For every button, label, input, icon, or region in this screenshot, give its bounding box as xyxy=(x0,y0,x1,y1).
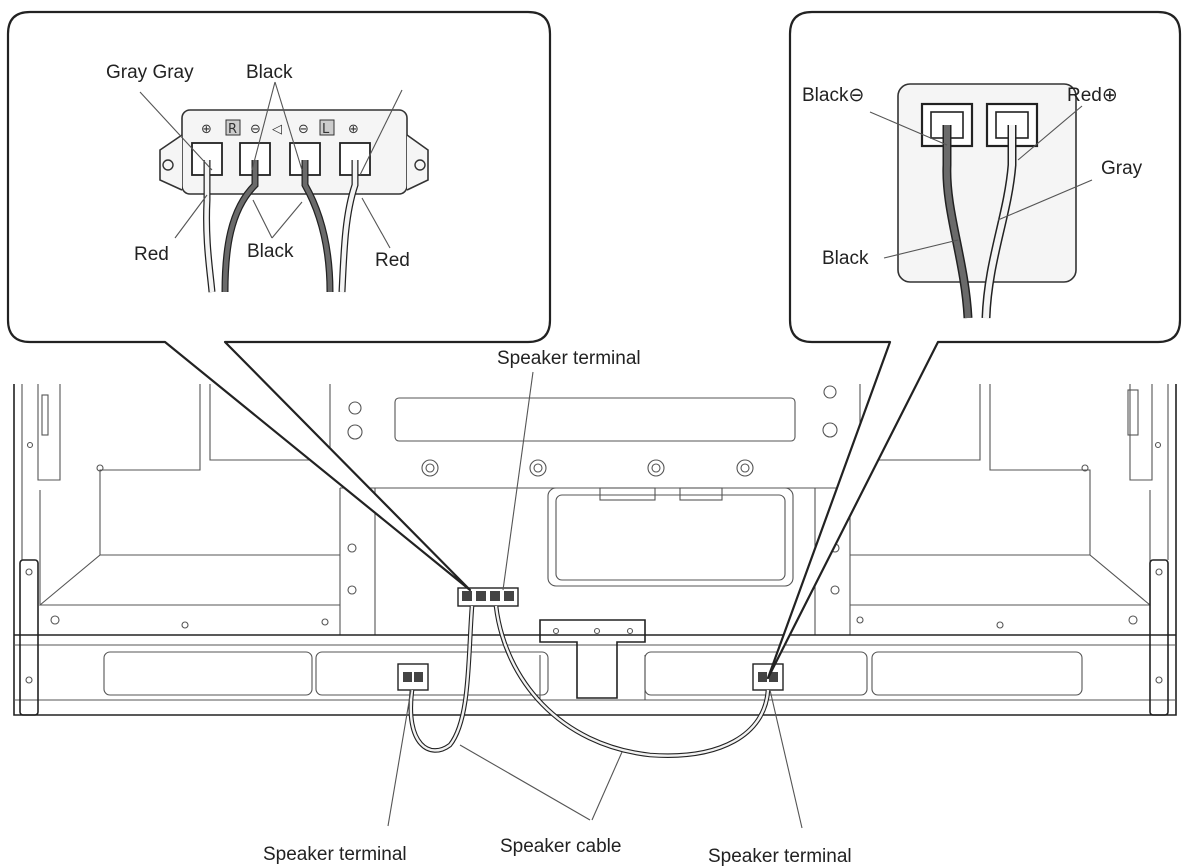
r-channel-symbol: R xyxy=(228,122,237,137)
l-channel-symbol: L xyxy=(322,122,330,137)
callout-left: ⊕ R ⊖ ◁ ⊖ L ⊕ Gray Gray Black Red xyxy=(6,10,552,592)
speaker-symbol: ◁ xyxy=(272,122,282,137)
label-gray-gray: Gray Gray xyxy=(106,62,194,83)
label-red-plus: Red⊕ xyxy=(1067,85,1118,106)
label-speaker-terminal-top: Speaker terminal xyxy=(497,348,641,369)
mount-bolts xyxy=(421,459,754,477)
callout-right: Black⊖ Red⊕ Gray Black xyxy=(766,10,1182,680)
label-black-minus: Black⊖ xyxy=(802,85,864,106)
speaker-cables xyxy=(408,605,771,758)
plus-r-symbol: ⊕ xyxy=(201,122,212,137)
main-labels: Speaker terminal Speaker terminal Speake… xyxy=(263,348,852,867)
minus-l-symbol: ⊖ xyxy=(298,122,309,137)
tv-speaker-terminal-center xyxy=(457,587,519,607)
label-speaker-cable: Speaker cable xyxy=(500,836,621,857)
label-black-bottom: Black xyxy=(247,241,294,262)
label-gray: Gray xyxy=(1101,158,1143,179)
label-speaker-terminal-bottom-left: Speaker terminal xyxy=(263,844,407,865)
label-red-right: Red xyxy=(375,250,410,271)
tv-rear-panel xyxy=(13,384,1177,716)
label-black-top: Black xyxy=(246,62,293,83)
plus-l-symbol: ⊕ xyxy=(348,122,359,137)
minus-r-symbol: ⊖ xyxy=(250,122,261,137)
speaker-terminal-left-unit xyxy=(397,663,429,691)
label-black-right: Black xyxy=(822,248,869,269)
label-speaker-terminal-bottom-right: Speaker terminal xyxy=(708,846,852,867)
label-red-left: Red xyxy=(134,244,169,265)
